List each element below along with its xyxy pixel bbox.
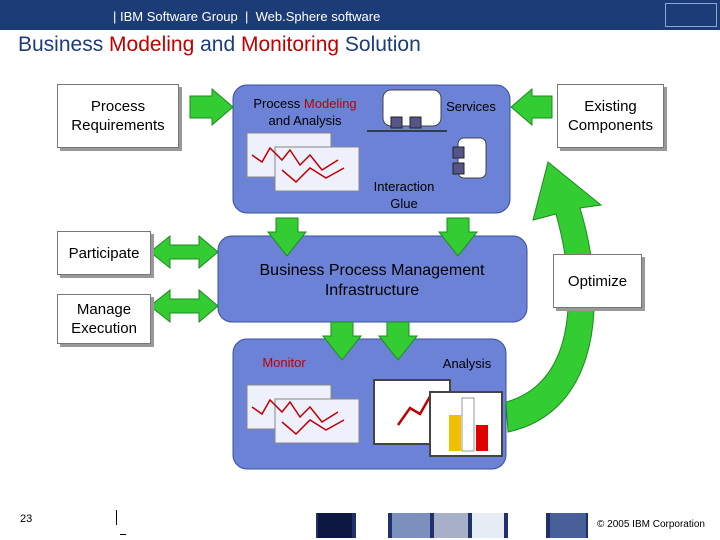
- copyright: © 2005 IBM Corporation: [597, 519, 705, 530]
- participate-box: Participate: [57, 231, 151, 275]
- services-icon: [367, 89, 447, 132]
- arrow-manage: [149, 288, 219, 324]
- page-number: 23: [20, 513, 33, 525]
- arrow-req-to-model: [189, 87, 234, 127]
- footer-tick: [120, 534, 126, 535]
- ibm-logo: [665, 3, 717, 27]
- middle-panel: [217, 235, 528, 323]
- process-requirements-box: Process Requirements: [57, 84, 179, 148]
- arrow-analysis-down: [377, 321, 419, 361]
- services-label: Services: [446, 99, 496, 114]
- analysis-bar-chart: [429, 391, 503, 457]
- interaction-glue-label: Interaction Glue: [373, 179, 435, 211]
- manage-execution-box: Manage Execution: [57, 294, 151, 344]
- existing-components-box: Existing Components: [557, 84, 664, 148]
- slide-title: Business Modeling and Monitoring Solutio…: [18, 33, 421, 56]
- footer-divider: [116, 510, 117, 525]
- arrow-participate: [149, 234, 219, 270]
- interaction-glue-icon: [452, 137, 487, 179]
- header-bar: | IBM Software Group | Web.Sphere softwa…: [0, 0, 720, 30]
- arrow-optimize-loop: [505, 161, 603, 433]
- arrow-glue-down: [437, 217, 479, 257]
- monitor-label: Monitor: [262, 355, 306, 370]
- bpm-infrastructure-label: Business Process Management Infrastructu…: [259, 262, 485, 299]
- header-text: | IBM Software Group | Web.Sphere softwa…: [113, 9, 381, 24]
- arrow-monitor-down: [321, 321, 363, 361]
- process-model-thumbnail-bottom: [246, 384, 360, 444]
- arrow-model-down: [266, 217, 308, 257]
- arrow-existing-to-services: [510, 87, 553, 127]
- optimize-box: Optimize: [553, 254, 642, 308]
- analysis-label: Analysis: [442, 356, 492, 371]
- footer-image-strip: [316, 513, 588, 538]
- process-model-thumbnail-top: [246, 132, 360, 192]
